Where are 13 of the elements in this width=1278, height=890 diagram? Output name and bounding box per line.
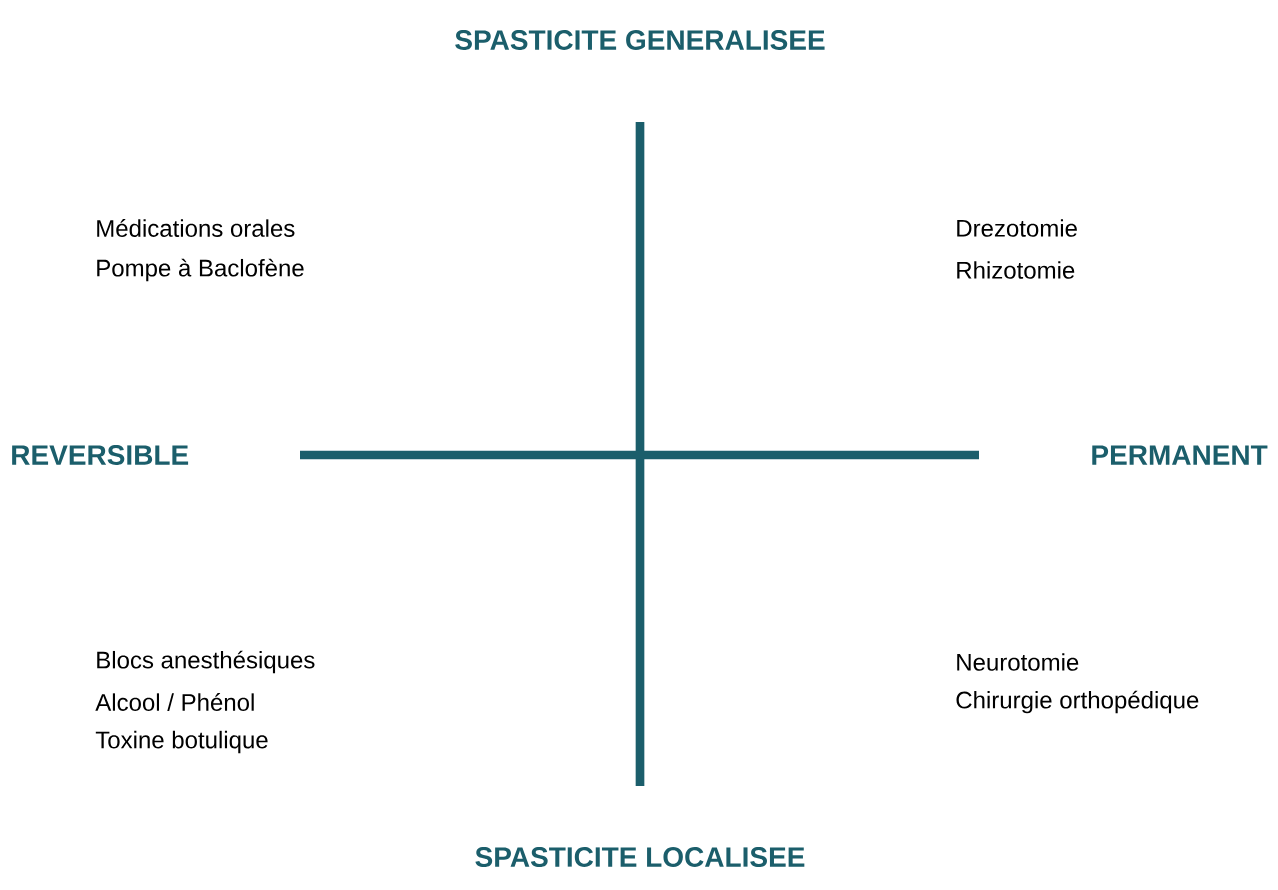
treatment-label: Toxine botulique xyxy=(95,730,268,754)
treatment-label: Drezotomie xyxy=(957,219,1077,237)
treatment-label: Pompe à Baclofène xyxy=(97,258,304,282)
treatment-label: Alcool / Phénol xyxy=(95,693,254,711)
axis-label: SPASTICITE LOCALISEE xyxy=(475,847,805,867)
treatment-label: Rhizotomie xyxy=(957,261,1075,279)
axis-label: SPASTICITE GENERALISEE xyxy=(455,30,825,50)
axis-label: REVERSIBLE xyxy=(12,445,189,465)
treatment-label: Médications orales xyxy=(97,219,295,237)
treatment-label: Blocs anesthésiques xyxy=(97,650,315,674)
treatment-label: Chirurgie orthopédique xyxy=(956,690,1199,714)
treatment-label: Neurotomie xyxy=(957,653,1079,671)
axis-label: PERMANENT xyxy=(1092,445,1268,465)
